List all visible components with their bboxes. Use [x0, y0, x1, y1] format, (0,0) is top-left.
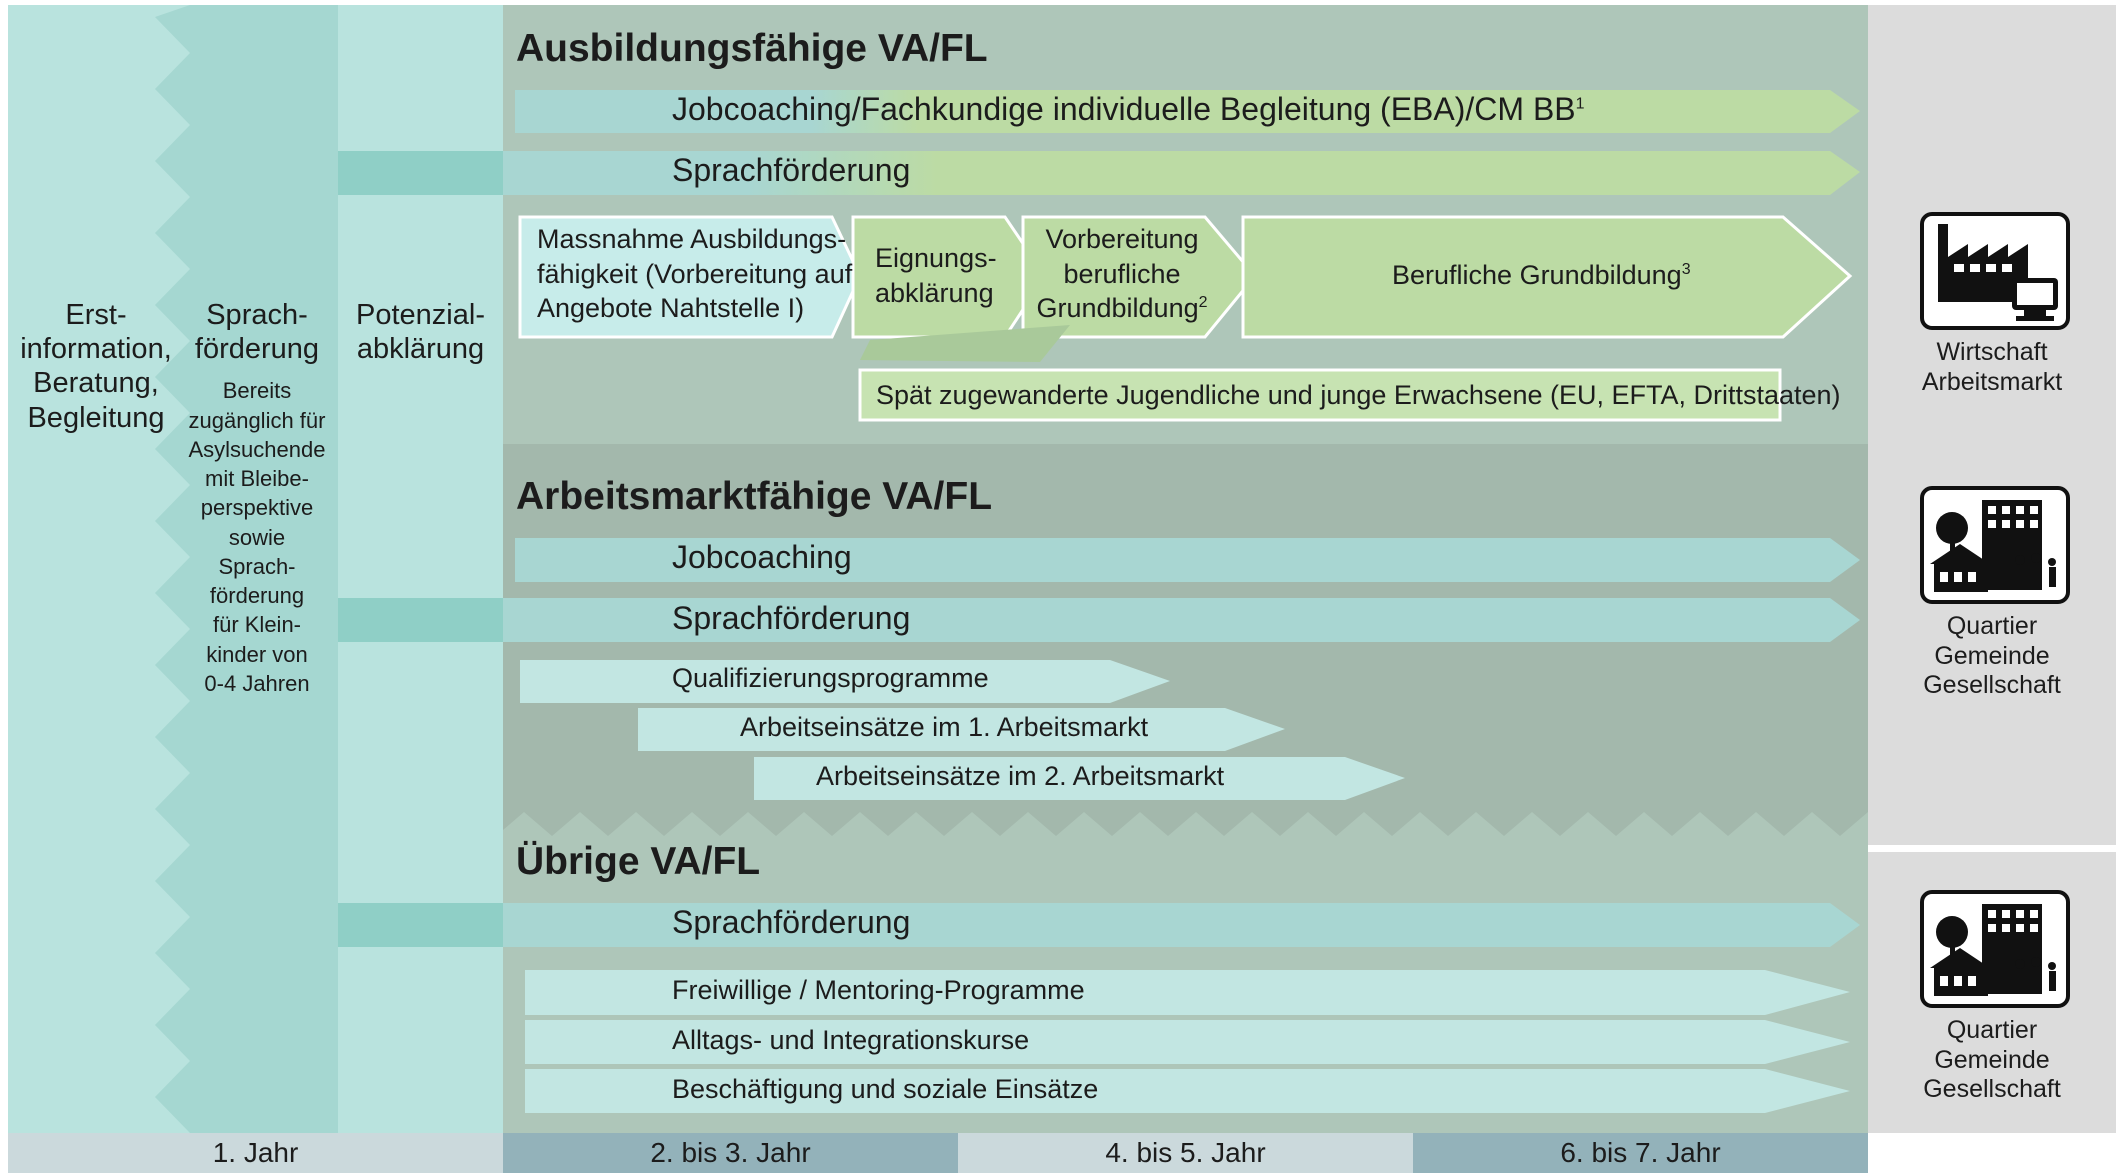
bar-sprach-uebrige-stub [338, 903, 508, 947]
label-jobcoaching-ausbildung: Jobcoaching/Fachkundige individuelle Beg… [672, 91, 1585, 127]
year-cell-4-bg [1413, 1133, 1868, 1173]
year-cell-1-bg [8, 1133, 503, 1173]
box-grundbildung [1241, 215, 1853, 339]
label-sprach-ausbildung: Sprachförderung [672, 152, 911, 188]
column-2-note: Bereits zugänglich für Asylsuchende mit … [188, 378, 326, 696]
label-eignung: Eignungs- abklärung [875, 243, 997, 308]
section-title-arbeitsmarkt: Arbeitsmarktfähige VA/FL [516, 475, 993, 518]
label-wirtschaft: Wirtschaft Arbeitsmarkt [1921, 338, 2063, 396]
year-cell-2-bg [503, 1133, 958, 1173]
label-quartier-1: Quartier Gemeinde Gesellschaft [1923, 612, 2061, 699]
year-label-3: 4. bis 5. Jahr [1105, 1137, 1266, 1168]
label-beschaeftigung: Beschäftigung und soziale Einsätze [672, 1074, 1099, 1104]
label-jobcoaching-arbeitsmarkt: Jobcoaching [672, 539, 852, 575]
bar-sprach-ausbildung [503, 151, 1860, 195]
label-sprach-uebrige: Sprachförderung [672, 904, 911, 940]
section-title-uebrige: Übrige VA/FL [516, 840, 761, 883]
right-panel-top [1868, 5, 2116, 845]
bar-einsatz2 [754, 757, 1405, 800]
column-3-text: Potenzial- abklärung [356, 299, 485, 366]
label-massnahme: Massnahme Ausbildungs- fähigkeit (Vorber… [537, 224, 853, 324]
bar-sprach-uebrige [503, 903, 1860, 947]
label-einsatz2: Arbeitseinsätze im 2. Arbeitsmarkt [816, 761, 1225, 791]
bar-alltag [525, 1020, 1850, 1064]
column-2-title-1: Sprach- [206, 299, 308, 331]
column-2-text: Sprach- förderung Bereits zugänglich für… [182, 298, 332, 698]
bar-beschaeftigung [525, 1069, 1850, 1113]
bar-jobcoaching-arbeitsmarkt [515, 538, 1860, 582]
bar-sprach-arbeitsmarkt [503, 598, 1860, 642]
bar-sprach-ausbildung-stub [338, 151, 508, 195]
column-1-text: Erst- information, Beratung, Begleitung [20, 299, 172, 434]
bar-freiwillig [525, 970, 1850, 1015]
bar-quali [520, 660, 1170, 703]
box-spaet-connector [860, 325, 1070, 362]
label-spaet: Spät zugewanderte Jugendliche und junge … [876, 380, 1841, 410]
bar-jobcoaching-ausbildung [515, 90, 1860, 133]
box-spaet [858, 368, 1782, 422]
label-sprach-arbeitsmarkt: Sprachförderung [672, 600, 911, 636]
label-freiwillig: Freiwillige / Mentoring-Programme [672, 975, 1085, 1005]
bar-sprach-arbeitsmarkt-stub [338, 598, 508, 642]
year-cell-3-bg [958, 1133, 1413, 1173]
label-grundbildung: Berufliche Grundbildung3 [1392, 260, 1691, 290]
bar-einsatz1 [638, 708, 1285, 751]
column-2-title-2: förderung [194, 333, 320, 366]
year-label-4: 6. bis 7. Jahr [1560, 1137, 1721, 1168]
column-1-bg [8, 5, 190, 1133]
year-label-1: 1. Jahr [212, 1137, 299, 1168]
section-title-ausbildung: Ausbildungsfähige VA/FL [516, 27, 988, 70]
box-massnahme [518, 215, 862, 339]
label-quartier-2: Quartier Gemeinde Gesellschaft [1923, 1016, 2061, 1103]
year-label-2: 2. bis 3. Jahr [650, 1137, 811, 1168]
column-2-bg [155, 5, 338, 1133]
label-quali: Qualifizierungsprogramme [672, 663, 989, 693]
label-vorbereitung: Vorbereitung berufliche Grundbildung2 [1036, 224, 1208, 324]
box-vorbereitung [1021, 215, 1257, 339]
label-alltag: Alltags- und Integrationskurse [672, 1025, 1030, 1055]
label-einsatz1: Arbeitseinsätze im 1. Arbeitsmarkt [740, 712, 1149, 742]
